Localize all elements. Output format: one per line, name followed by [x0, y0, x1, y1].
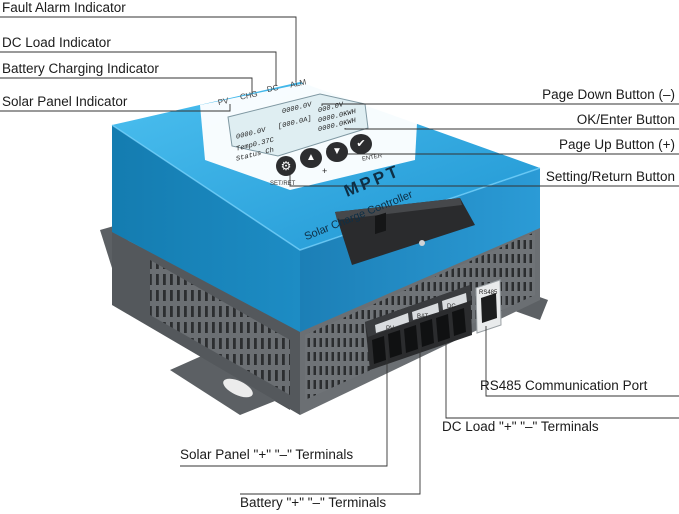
- triangle-down-icon: ▼: [332, 146, 342, 157]
- terminal-rs485-label: RS485: [479, 290, 498, 296]
- callout-ok-enter: OK/Enter Button: [576, 112, 675, 127]
- triangle-up-icon: ▲: [306, 152, 316, 163]
- gear-icon: ⚙: [280, 159, 292, 173]
- callout-battery-charging: Battery Charging Indicator: [2, 61, 159, 76]
- callout-dc-load-terminals: DC Load "+" "–" Terminals: [442, 419, 599, 434]
- terminal-bat-label: BAT: [417, 314, 429, 320]
- terminal-dc-label: DC: [447, 304, 456, 310]
- callout-battery-terminals: Battery "+" "–" Terminals: [240, 495, 387, 510]
- callout-solar-panel: Solar Panel Indicator: [2, 94, 128, 109]
- set-ret-button[interactable]: ⚙: [276, 156, 296, 176]
- indicator-alm: ALM: [289, 77, 308, 90]
- callout-rs485: RS485 Communication Port: [480, 378, 648, 393]
- enter-button[interactable]: ✔: [350, 134, 372, 154]
- checkmark-icon: ✔: [356, 138, 366, 150]
- callout-setting-return: Setting/Return Button: [545, 169, 675, 184]
- page-up-button[interactable]: ▲: [300, 148, 322, 168]
- page-down-button[interactable]: ▼: [326, 142, 348, 162]
- set-ret-label: SET/RET: [270, 181, 296, 187]
- page-up-label: +: [322, 166, 328, 176]
- terminal-pv-label: PV: [386, 326, 395, 332]
- front-panel: [200, 78, 418, 190]
- callout-solar-terminals: Solar Panel "+" "–" Terminals: [180, 447, 354, 462]
- rs485-port: [475, 279, 502, 334]
- callout-page-down: Page Down Button (–): [542, 87, 675, 102]
- callout-fault-alarm: Fault Alarm Indicator: [2, 0, 126, 15]
- terminal-block: [365, 212, 472, 370]
- indicator-dc: DC: [266, 82, 280, 95]
- callout-dc-load: DC Load Indicator: [2, 35, 111, 50]
- callout-page-up: Page Up Button (+): [559, 137, 675, 152]
- front-plate: [335, 198, 475, 265]
